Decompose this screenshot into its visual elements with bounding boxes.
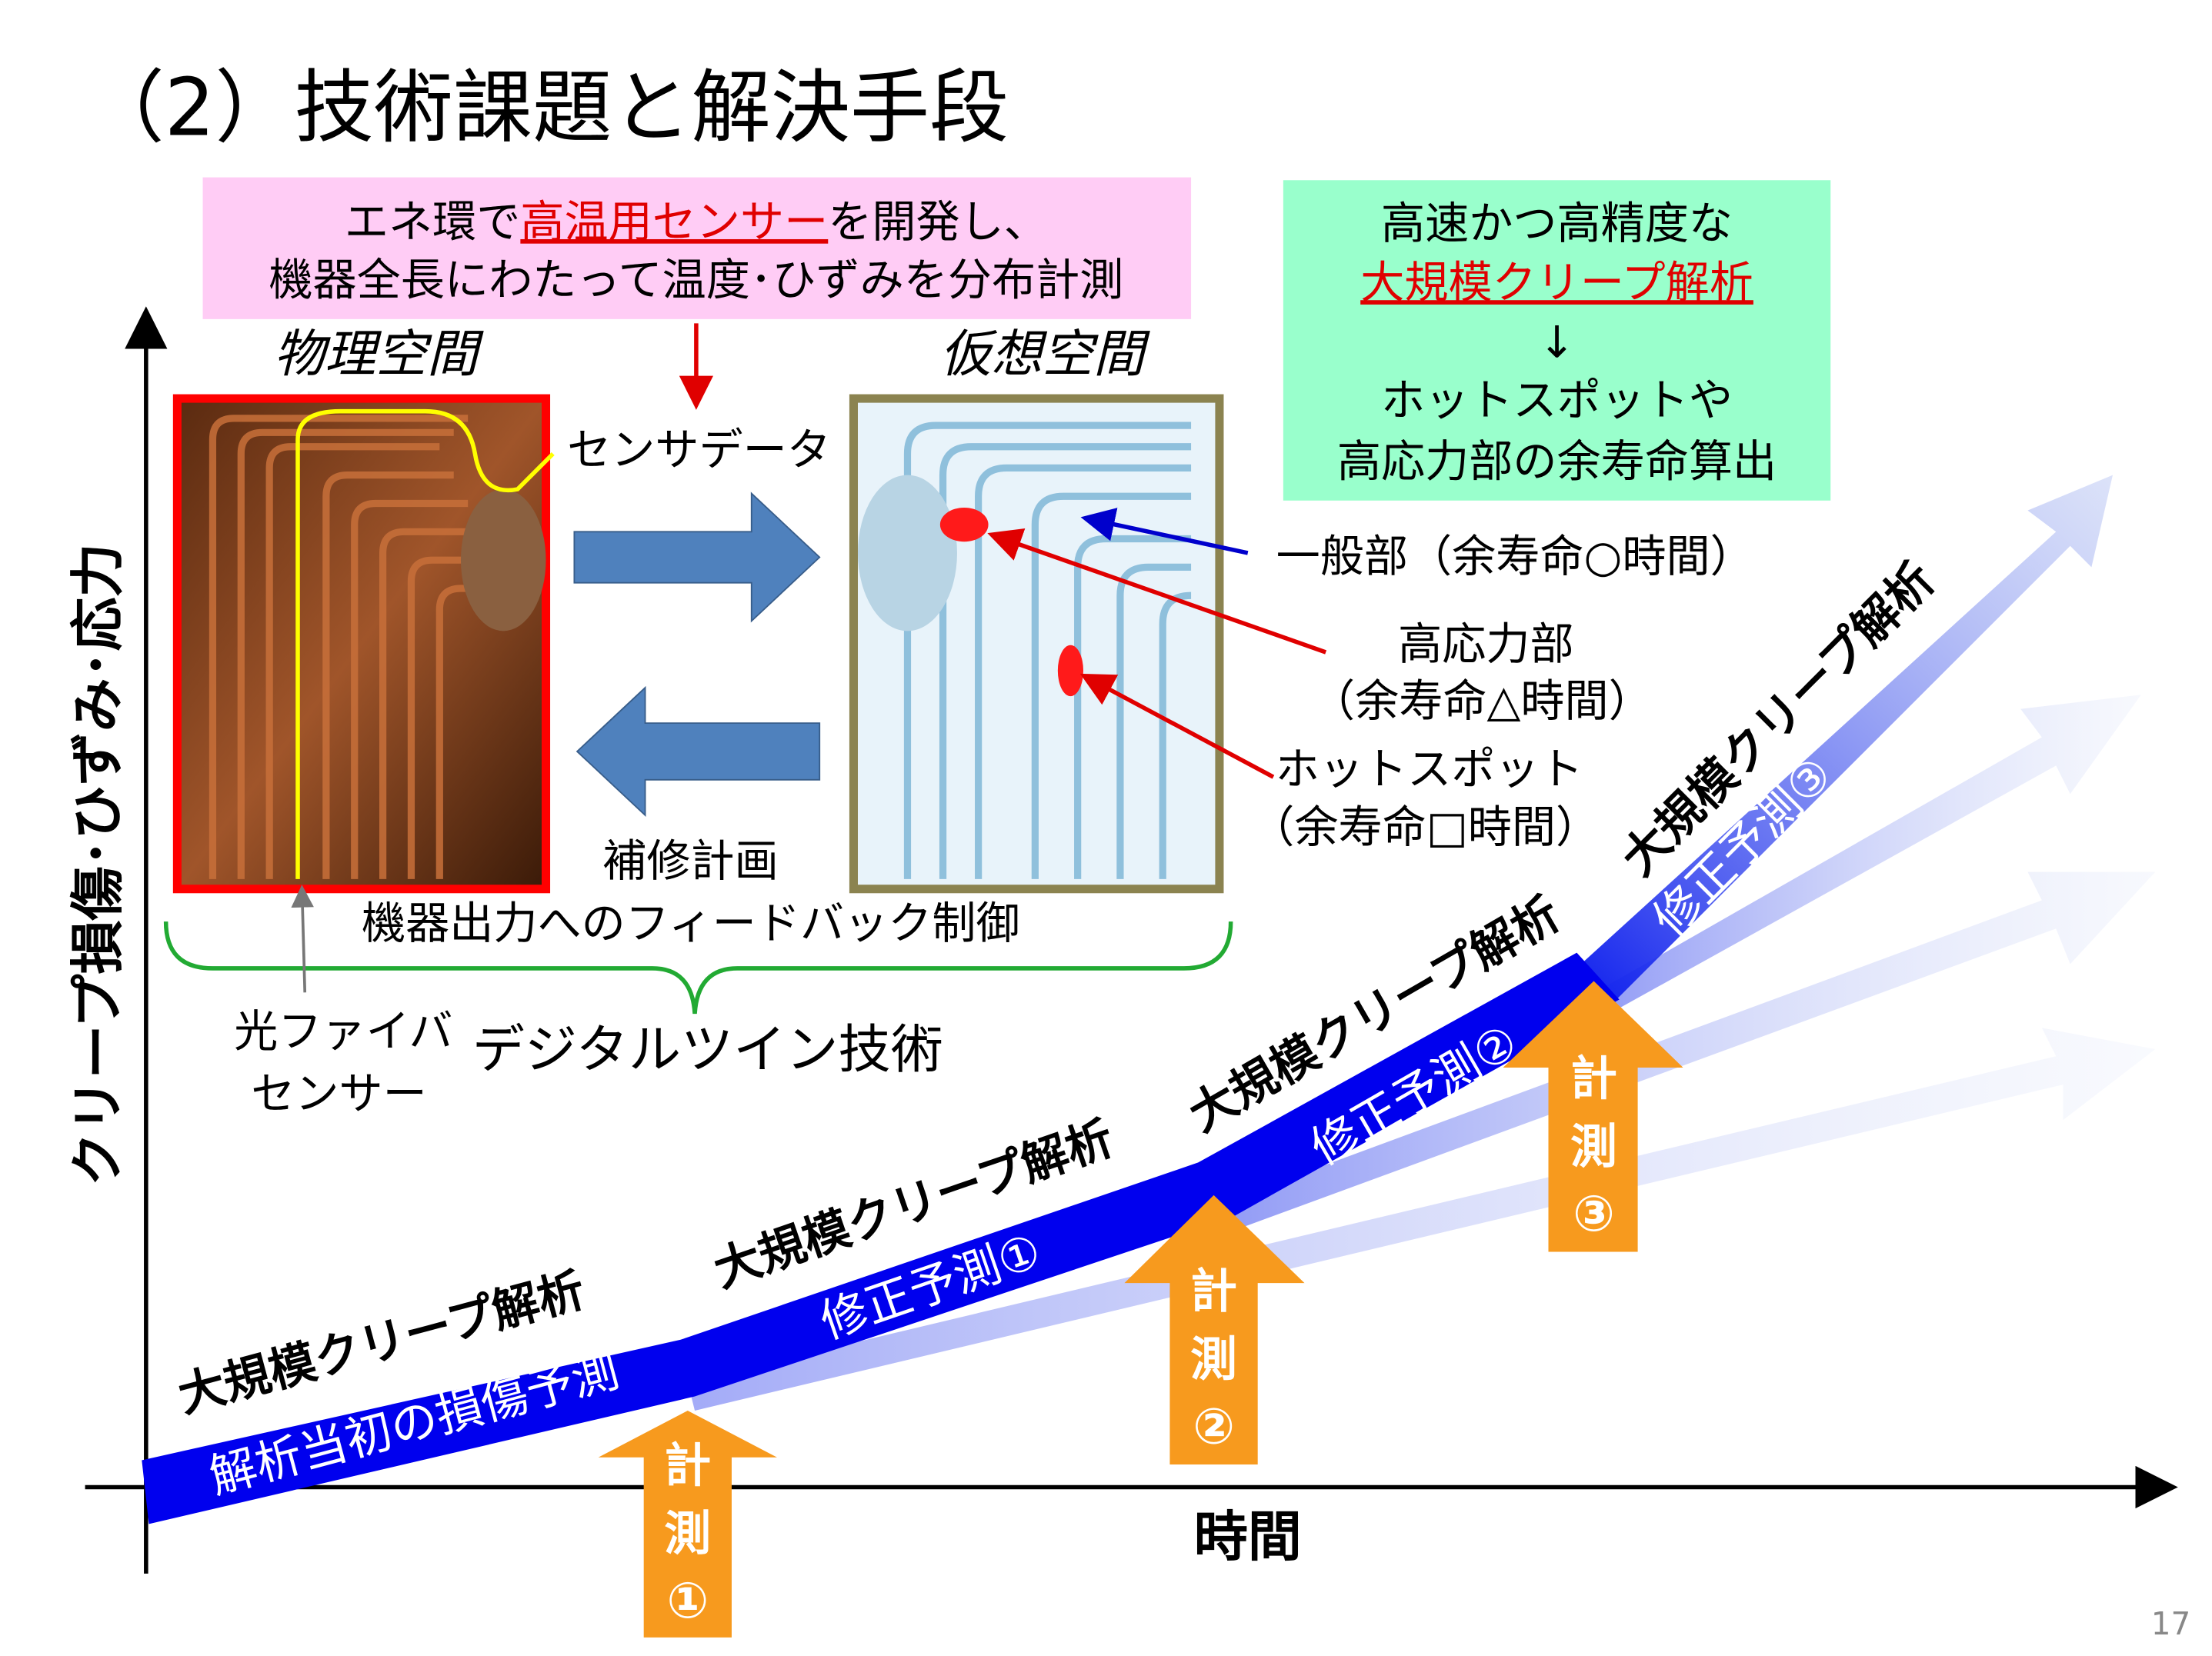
digital-twin-label: デジタルツイン技術 (472, 1020, 943, 1081)
measurement-3-c1: 計 (1570, 1052, 1617, 1106)
prediction-fans (687, 475, 2156, 1411)
creep-analysis-highlight: 大規模クリープ解析 (1360, 258, 1753, 308)
hotspot-pointer (1079, 673, 1275, 779)
measurement-3-arrow: 計 測 ③ (1503, 981, 1683, 1252)
left-block-arrow (576, 685, 821, 818)
green-line1: 高速かつ高精度な (1381, 198, 1733, 249)
fiber-sensor-line (295, 408, 555, 879)
hotspot-life-label: （余寿命□時間） (1250, 802, 1600, 853)
high-stress-pointer (987, 528, 1327, 655)
measurement-3-c2: 測 (1570, 1120, 1617, 1174)
measurement-2-c3: ② (1193, 1398, 1235, 1455)
pink-text-pre: エネ環で (345, 197, 521, 248)
digital-twin-brace (163, 921, 1233, 1015)
repair-plan-label: 補修計画 (602, 836, 779, 887)
x-axis-label: 時間 (1194, 1505, 1302, 1568)
analysis-box: 高速かつ高精度な 大規模クリープ解析 ↓ ホットスポットや 高応力部の余寿命算出 (1283, 180, 1831, 501)
damage-prediction-band (142, 952, 1620, 1524)
pink-text-line2: 機器全長にわたって温度･ひずみを分布計測 (269, 255, 1123, 306)
fiber-pointer-arrow (291, 885, 314, 993)
green-line4: 高応力部の余寿命算出 (1337, 436, 1777, 487)
general-pointer (1080, 508, 1249, 555)
high-stress-life-label: （余寿命△時間） (1311, 676, 1653, 727)
virtual-boiler-model (849, 394, 1224, 894)
hotspot-spot (1057, 645, 1084, 697)
page-number: 17 (2151, 1605, 2191, 1642)
measurement-3-c3: ③ (1573, 1185, 1615, 1243)
feedback-control-label: 機器出力へのフィードバック制御 (362, 898, 1020, 949)
high-stress-spot (939, 507, 989, 542)
measurement-2-c2: 測 (1190, 1333, 1237, 1387)
measurement-1-c2: 測 (664, 1508, 711, 1561)
svg-text:エネ環で高温用センサーを開発し、: エネ環で高温用センサーを開発し、 (345, 197, 1048, 248)
physical-boiler-photo (172, 394, 555, 894)
sensor-data-label: センサデータ (567, 425, 831, 476)
right-block-arrow (573, 491, 821, 623)
slide-title: （2）技術課題と解決手段 (85, 62, 1009, 154)
y-axis-label: クリープ損傷･ひずみ･応力 (66, 543, 129, 1186)
green-line3: ホットスポットや (1381, 375, 1733, 426)
high-stress-label: 高応力部 (1398, 619, 1574, 670)
measurement-1-arrow: 計 測 ① (598, 1410, 777, 1638)
physical-space-label: 物理空間 (274, 324, 484, 384)
general-part-label: 一般部（余寿命○時間） (1276, 531, 1754, 582)
hotspot-label: ホットスポット (1276, 744, 1583, 795)
sensor-development-box: エネ環で高温用センサーを開発し、 機器全長にわたって温度･ひずみを分布計測 (202, 177, 1192, 319)
fiber-sensor-label-1: 光ファイバ (234, 1006, 452, 1057)
measurement-2-arrow: 計 測 ② (1124, 1195, 1305, 1464)
high-temp-sensor-highlight: 高温用センサー (520, 197, 828, 248)
virtual-space-label: 仮想空間 (940, 324, 1150, 384)
measurement-1-c1: 計 (664, 1439, 711, 1493)
down-arrow-icon: ↓ (1539, 318, 1576, 368)
pink-text-post: を開発し、 (828, 197, 1048, 248)
measurement-1-c3: ① (667, 1572, 709, 1630)
measurement-2-c1: 計 (1190, 1264, 1237, 1318)
fiber-sensor-label-2: センサー (251, 1068, 427, 1119)
